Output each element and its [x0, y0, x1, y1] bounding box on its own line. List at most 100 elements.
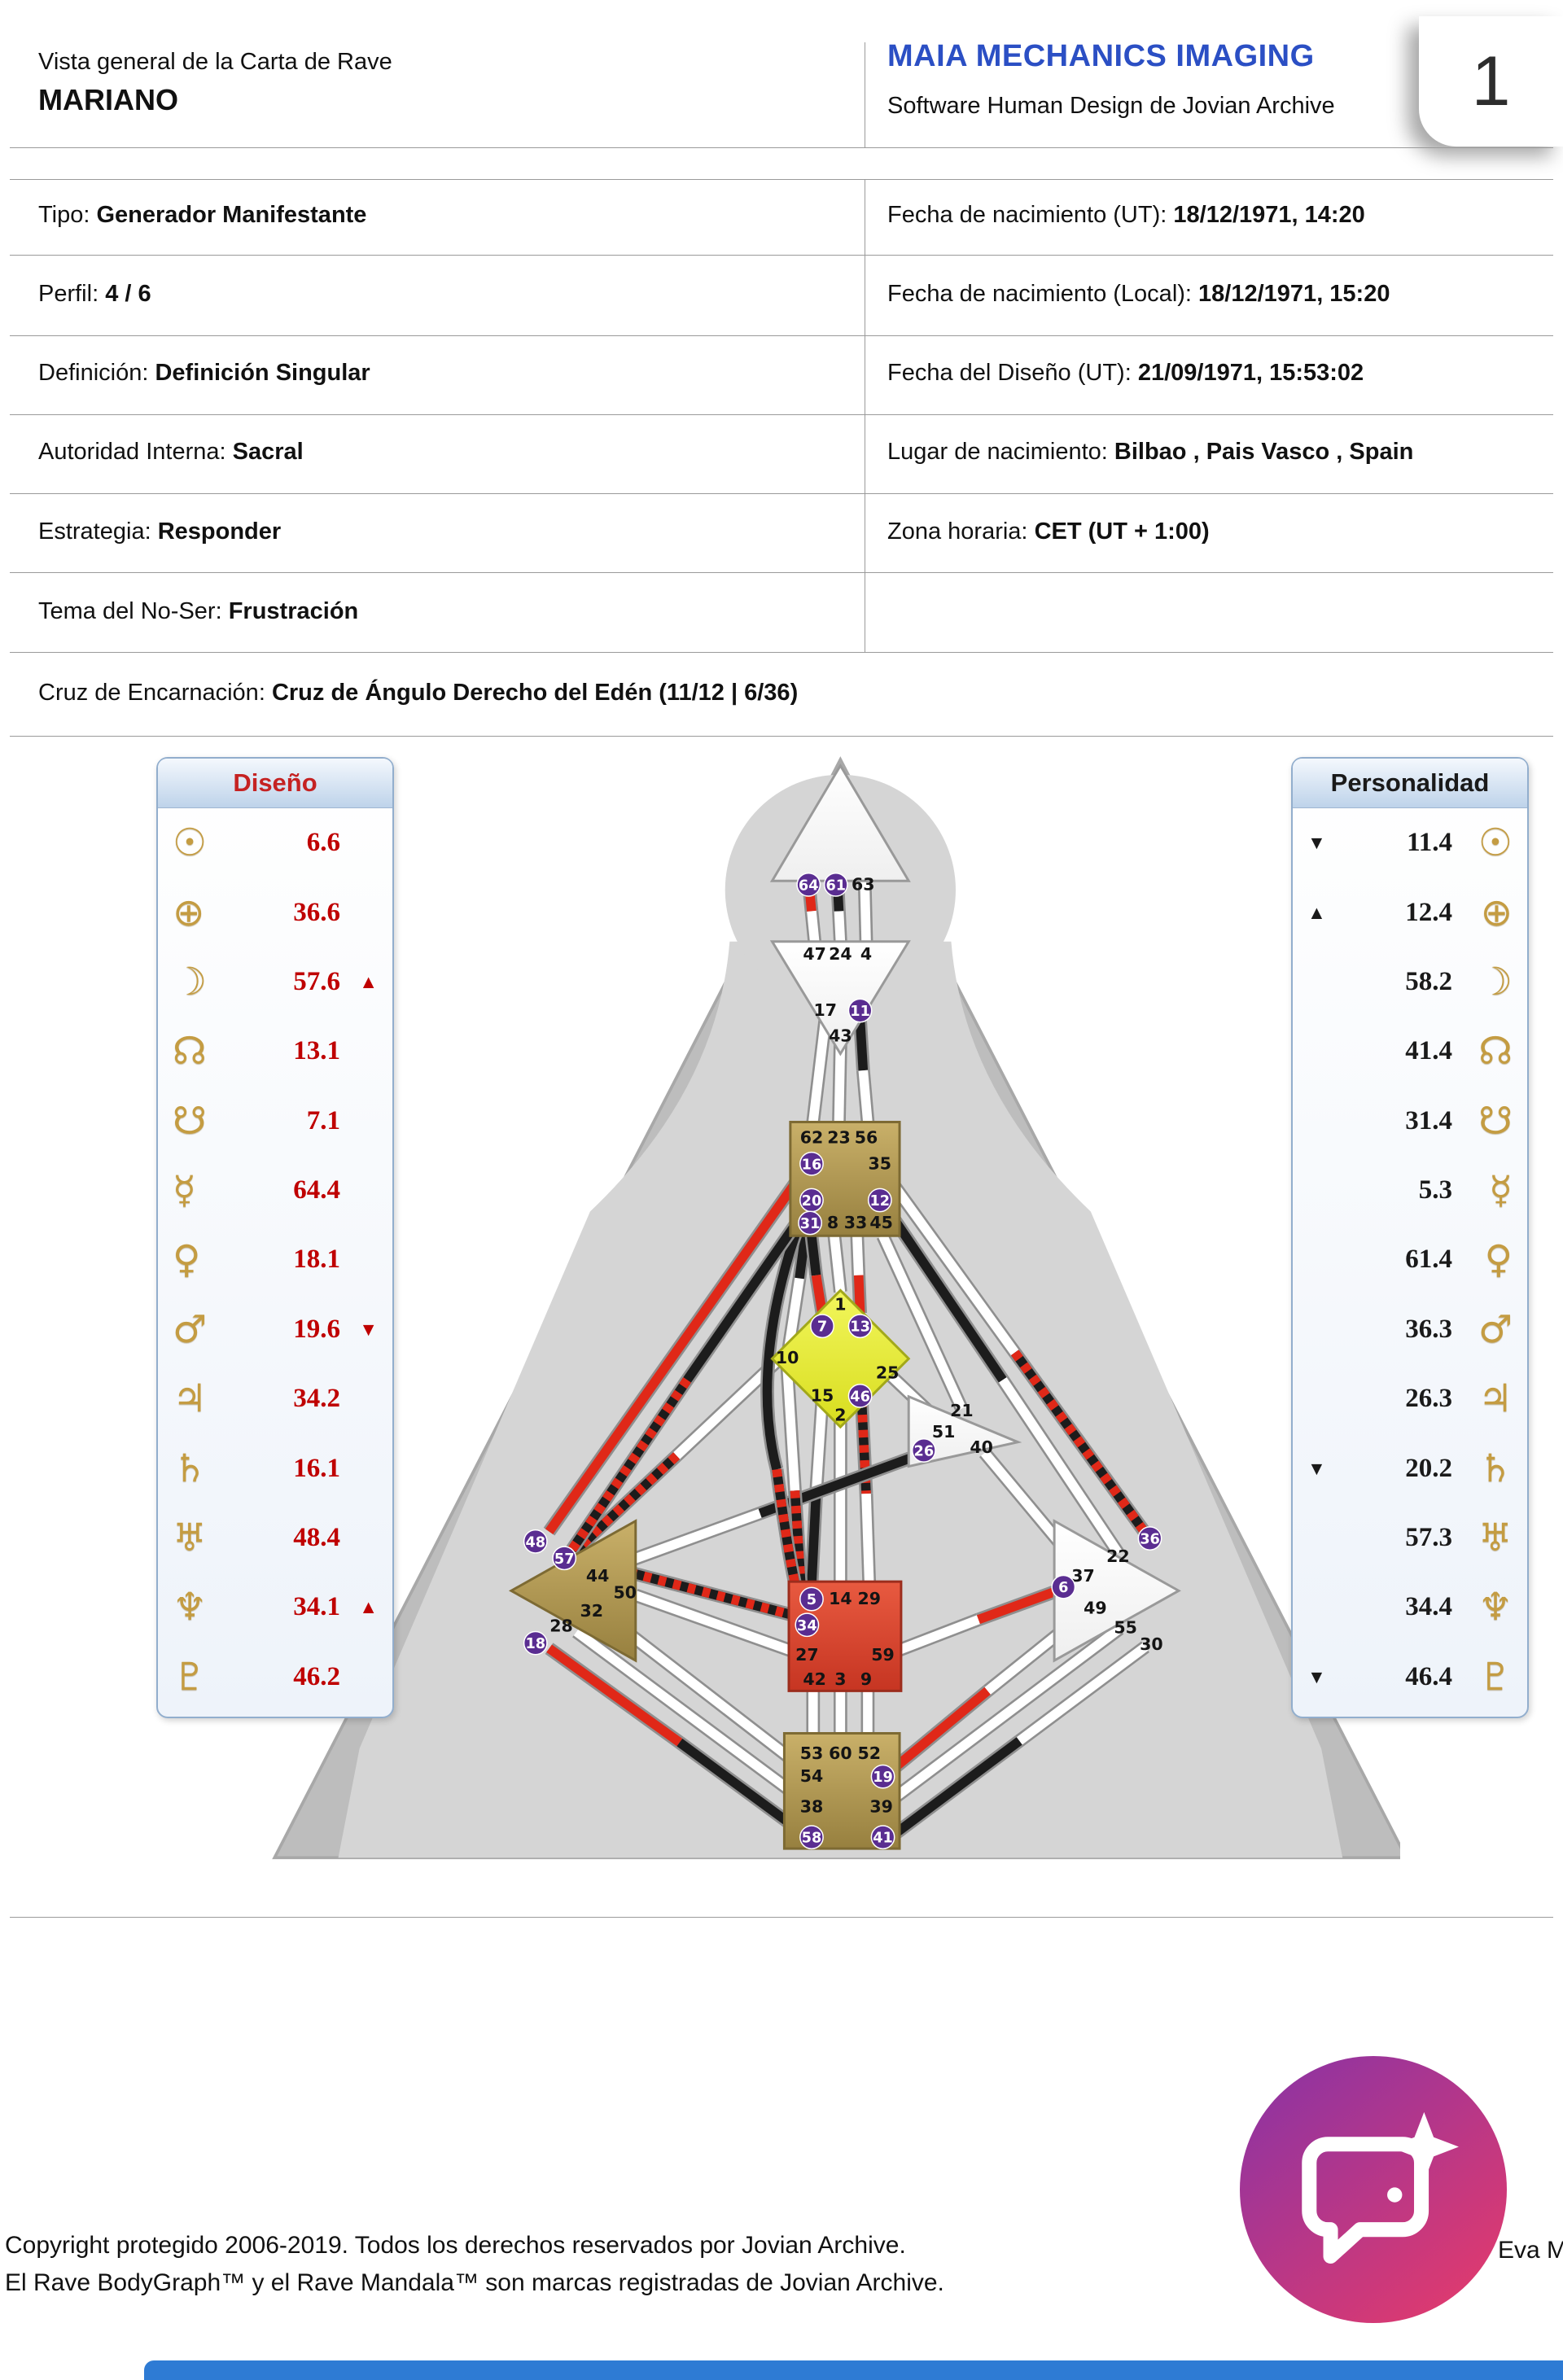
gate-24-label: 24: [829, 944, 852, 964]
personality-row-venus: 61.4♀: [1293, 1240, 1527, 1279]
assistant-chat-button[interactable]: [1240, 2056, 1507, 2323]
personality-gate-line-value: 34.4: [1405, 1592, 1452, 1622]
venus-icon: ♀: [1484, 1237, 1513, 1283]
fixing-arrow-icon: ▲: [359, 970, 378, 992]
gate-19-label: 19: [873, 1770, 893, 1786]
gate-6-label: 6: [1058, 1580, 1068, 1596]
south-node-icon: ☋: [173, 1098, 207, 1144]
channel-43-23-fill: [834, 1044, 846, 1122]
channel-30-41-fill: [891, 1737, 1022, 1839]
uranus-icon: ♅: [1478, 1515, 1513, 1560]
personality-row-neptune: 34.4♆: [1293, 1588, 1527, 1626]
channel-31-7-fill: [807, 1235, 821, 1276]
personality-gate-line-value: 41.4: [1405, 1036, 1452, 1066]
personality-gate-line-value: 12.4: [1405, 897, 1452, 927]
gate-16-activated: [799, 1151, 824, 1176]
sun-icon: ☉: [173, 820, 208, 866]
gate-15-label: 15: [811, 1385, 834, 1405]
gate-35-label: 35: [869, 1153, 892, 1173]
design-gate-line-value: 18.1: [293, 1245, 340, 1275]
gate-61-activated: [823, 872, 848, 897]
divider-line: [10, 255, 1553, 256]
gate-48-label: 48: [525, 1534, 545, 1551]
gate-58-label: 58: [802, 1831, 822, 1847]
moon-icon: ☽: [173, 959, 208, 1004]
personality-gate-line-value: 58.2: [1405, 966, 1452, 996]
design-gate-line-value: 13.1: [293, 1036, 340, 1066]
personality-gate-line-value: 11.4: [1407, 828, 1452, 858]
info-fecha-local: Fecha de nacimiento (Local): 18/12/1971,…: [887, 281, 1390, 307]
gate-42-label: 42: [803, 1669, 826, 1689]
gate-30-label: 30: [1140, 1634, 1163, 1654]
info-zona-horaria: Zona horaria: CET (UT + 1:00): [887, 518, 1210, 545]
info-fecha-diseno: Fecha del Diseño (UT): 21/09/1971, 15:53…: [887, 360, 1364, 386]
info-estrategia: Estrategia: Responder: [38, 518, 282, 545]
gate-49-label: 49: [1084, 1598, 1107, 1617]
personality-gate-line-value: 20.2: [1405, 1453, 1452, 1483]
design-gate-line-value: 57.6: [293, 966, 340, 996]
fixing-arrow-icon: ▼: [1307, 832, 1326, 854]
channel-12-22-fill: [998, 1377, 1123, 1555]
gate-43-label: 43: [829, 1026, 852, 1046]
design-row-sun: ☉6.6: [158, 824, 392, 862]
info-perfil: Perfil: 4 / 6: [38, 281, 151, 307]
center-root: [782, 1732, 901, 1850]
design-panel-title: Diseño: [158, 759, 392, 808]
channel-8-1-fill: [830, 1235, 846, 1293]
gate-34-label: 34: [797, 1618, 817, 1634]
gate-38-label: 38: [800, 1796, 824, 1816]
jupiter-icon: ♃: [1478, 1376, 1513, 1422]
personality-gate-line-value: 36.3: [1405, 1314, 1452, 1344]
design-row-jupiter: ♃34.2: [158, 1380, 392, 1418]
assistant-chat-icon: [1240, 2056, 1507, 2323]
channel-59-6-fill: [976, 1586, 1059, 1625]
gate-40-label: 40: [970, 1437, 993, 1457]
gate-58-activated: [799, 1825, 824, 1850]
gate-7-activated: [810, 1314, 834, 1339]
channel-55-39-fill: [884, 1625, 1123, 1807]
gate-7-label: 7: [817, 1319, 827, 1336]
channel-35-36-stripe: [1010, 1350, 1149, 1536]
gate-25-label: 25: [876, 1363, 900, 1382]
gate-41-activated: [870, 1825, 895, 1850]
design-row-saturn: ♄16.1: [158, 1450, 392, 1488]
gate-22-label: 22: [1106, 1547, 1130, 1566]
gate-10-label: 10: [776, 1348, 799, 1367]
gate-3-label: 3: [834, 1669, 846, 1689]
gate-31-activated: [798, 1210, 823, 1236]
neptune-icon: ♆: [173, 1585, 208, 1630]
bottom-window-bar[interactable]: [144, 2360, 1563, 2380]
moon-icon: ☽: [1478, 959, 1513, 1004]
fixing-arrow-icon: ▼: [1307, 1665, 1326, 1687]
earth-icon: ⊕: [173, 890, 205, 935]
page-number: 1: [1471, 42, 1511, 120]
gate-26-activated: [911, 1438, 936, 1463]
brand-subtitle: Software Human Design de Jovian Archive: [887, 93, 1335, 119]
gate-12-label: 12: [870, 1193, 891, 1210]
design-gate-line-value: 48.4: [293, 1522, 340, 1552]
saturn-icon: ♄: [1478, 1446, 1513, 1491]
design-row-pluto: ♇46.2: [158, 1658, 392, 1696]
divider-line: [10, 179, 1553, 180]
gate-51-label: 51: [932, 1422, 956, 1442]
gate-33-label: 33: [844, 1213, 868, 1232]
gate-50-label: 50: [613, 1583, 637, 1603]
gate-9-label: 9: [860, 1669, 872, 1689]
gate-27-label: 27: [795, 1645, 819, 1665]
personality-row-mars: 36.3♂: [1293, 1310, 1527, 1349]
gate-32-label: 32: [580, 1601, 603, 1621]
info-tipo: Tipo: Generador Manifestante: [38, 202, 367, 228]
design-row-moon: ☽57.6▲: [158, 963, 392, 1001]
gate-13-label: 13: [850, 1319, 870, 1336]
gate-17-label: 17: [813, 1000, 837, 1020]
channel-64-47-fill: [807, 910, 820, 943]
channel-10-20-fill: [784, 1277, 804, 1350]
channel-45-21-fill: [878, 1233, 966, 1411]
channel-48-16-fill: [545, 1167, 808, 1534]
gate-37-label: 37: [1071, 1566, 1095, 1586]
gate-47-label: 47: [803, 944, 826, 964]
gate-21-label: 21: [950, 1401, 974, 1420]
info-cruz-encarnacion: Cruz de Encarnación: Cruz de Ángulo Dere…: [38, 680, 799, 706]
design-gate-line-value: 7.1: [306, 1105, 340, 1135]
